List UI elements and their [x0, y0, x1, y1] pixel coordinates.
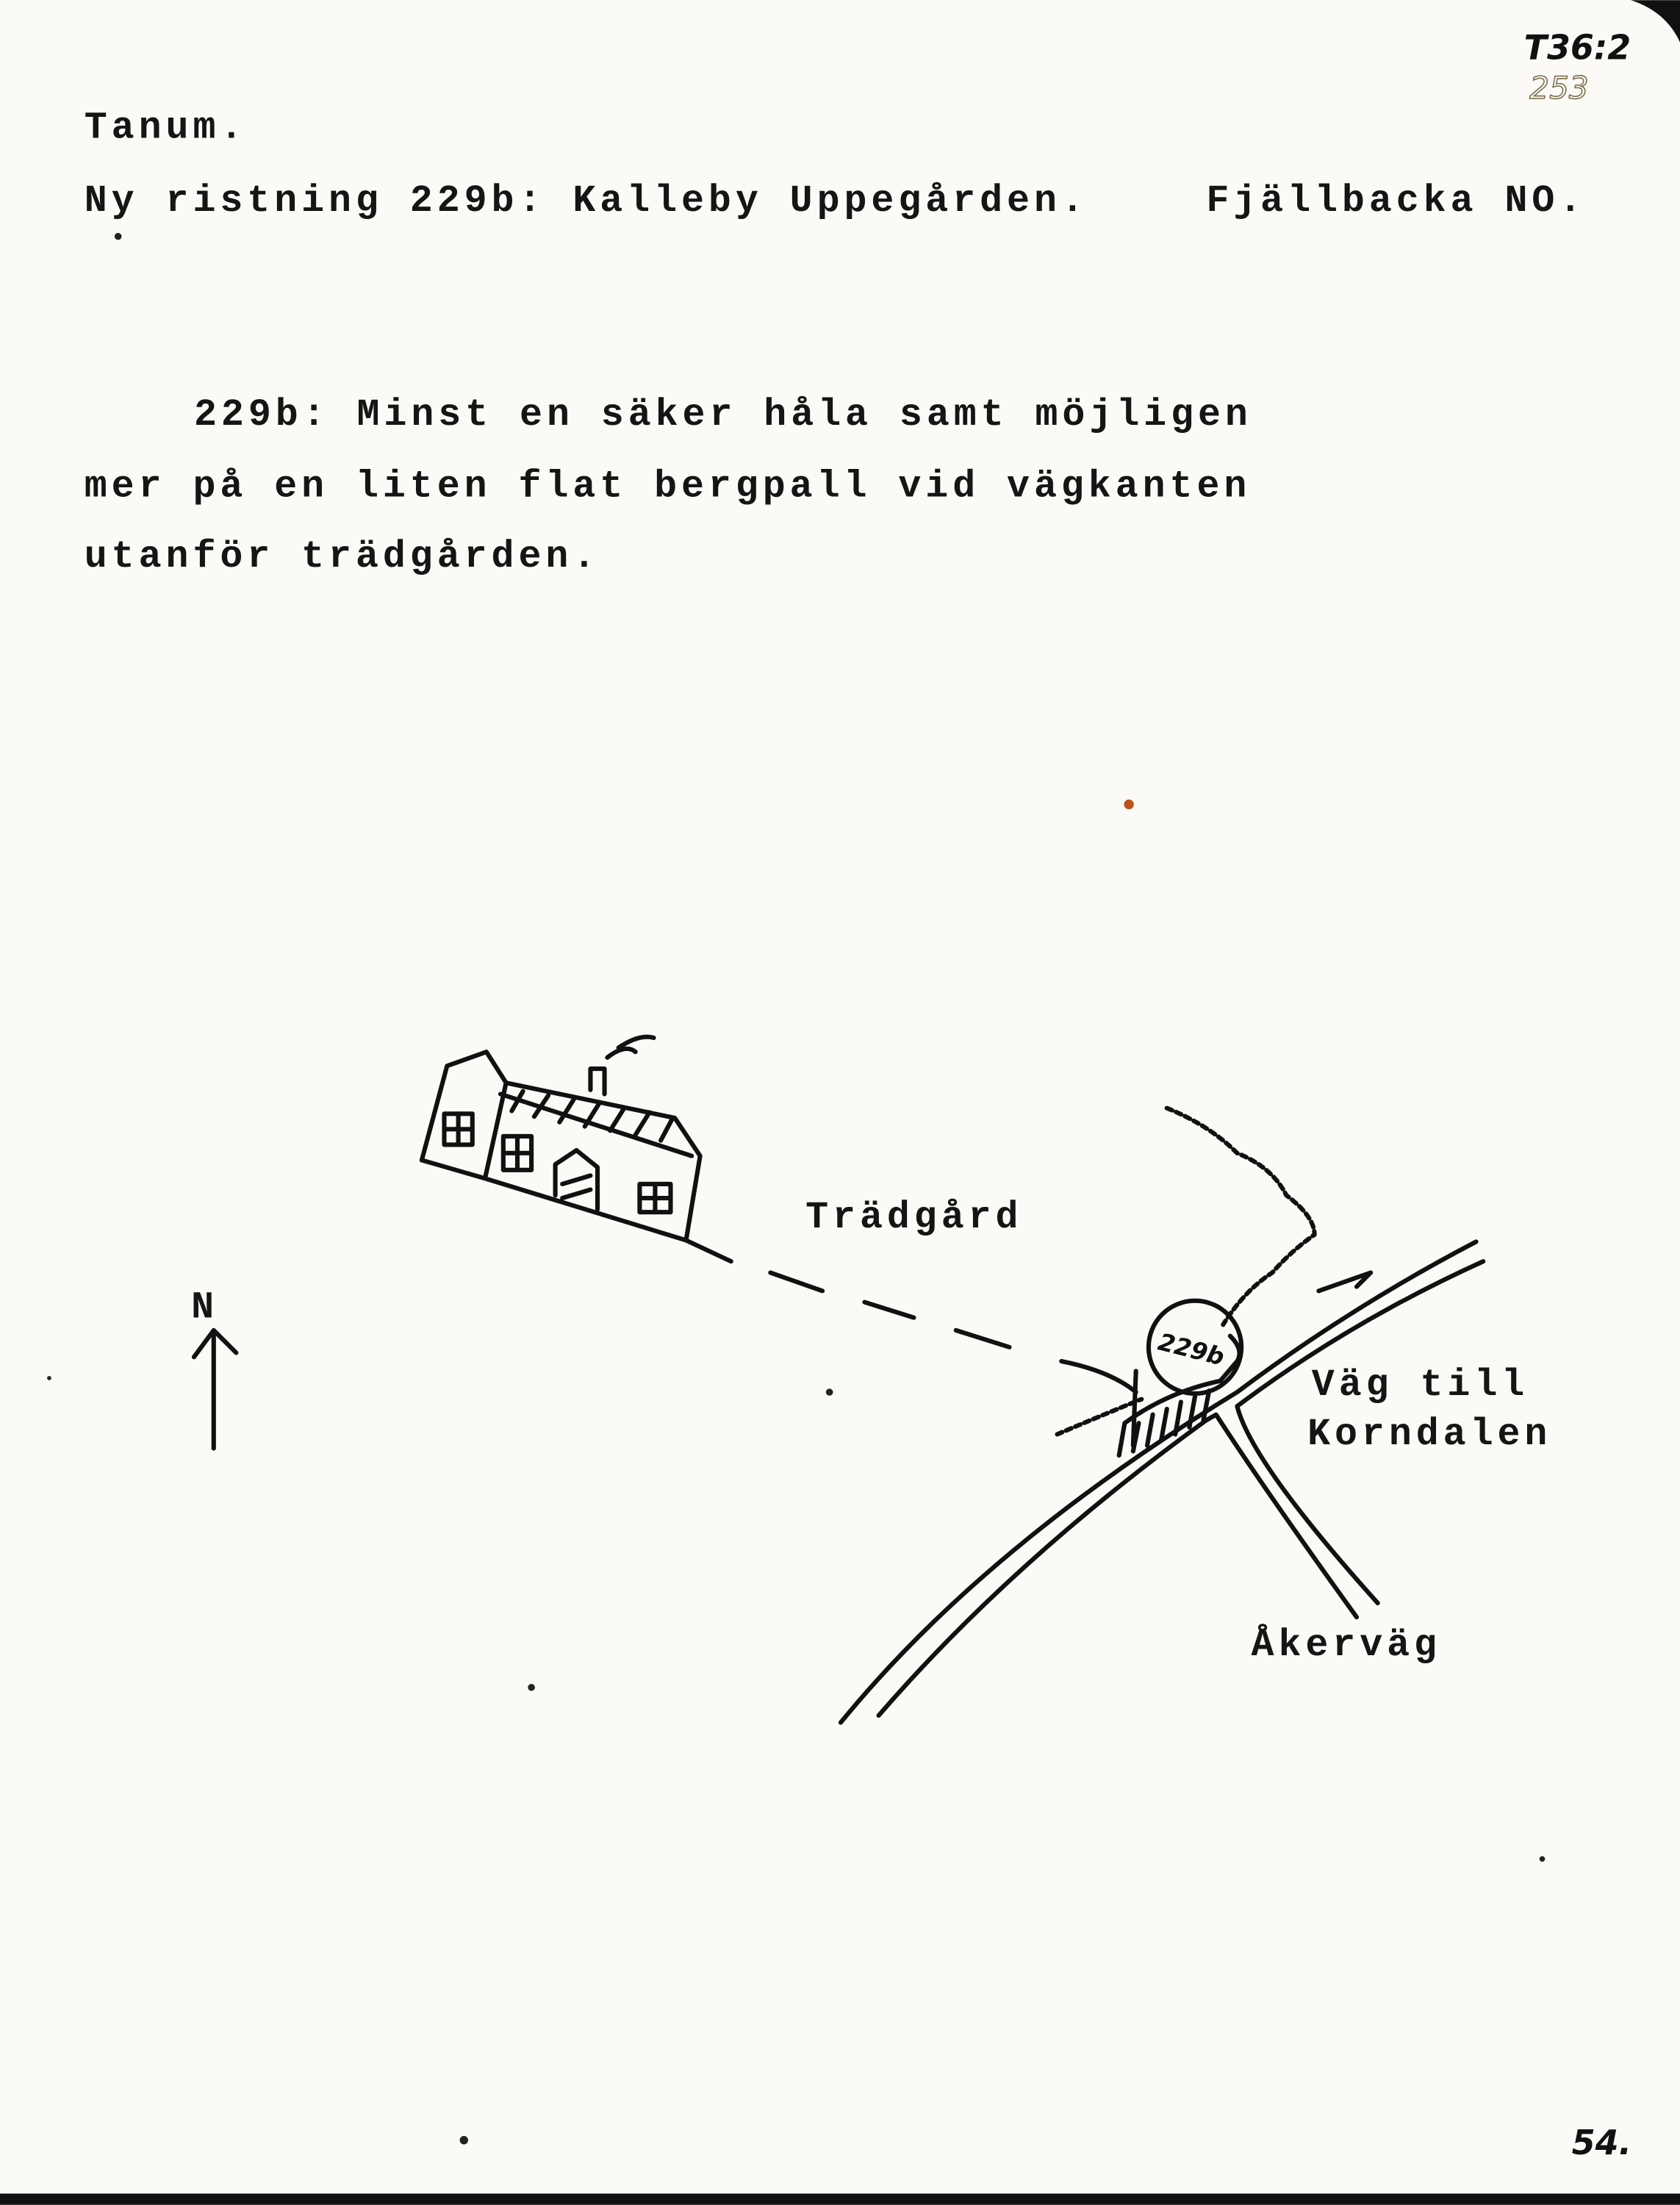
ink-spot	[1124, 799, 1134, 810]
field-road-edge	[1235, 1404, 1380, 1606]
description-line: mer på en liten flat bergpall vid vägkan…	[85, 465, 1252, 509]
marker-line	[1130, 1369, 1138, 1448]
main-road-edge	[876, 1259, 1486, 1718]
main-road-edge	[838, 1239, 1479, 1725]
field-road-edge	[1204, 1412, 1360, 1620]
fence-line	[1164, 1105, 1317, 1327]
road-label: Korndalen	[1307, 1413, 1551, 1456]
garden-label: Trädgård	[805, 1196, 1022, 1239]
rock-outcrop	[1116, 1333, 1242, 1458]
house-drawing	[419, 1034, 703, 1243]
road-label: Väg till	[1312, 1363, 1529, 1407]
description-line: 229b: Minst en säker håla samt möjligen	[194, 393, 1252, 437]
record-title: Ny ristning 229b: Kalleby Uppegården.	[85, 179, 1088, 223]
description-line: utanför trädgården.	[85, 535, 600, 578]
north-arrow-icon	[191, 1327, 239, 1451]
site-label: 229b	[1155, 1328, 1227, 1372]
site-circle	[1146, 1298, 1244, 1396]
pencil-number: 253	[1529, 70, 1588, 106]
page-bottom-edge	[0, 2193, 1680, 2205]
catalogue-number: T36:2	[1524, 28, 1631, 68]
fence-line	[1055, 1396, 1144, 1437]
page-corner	[1631, 0, 1680, 43]
map-sheet: Fjällbacka NO.	[1206, 179, 1586, 223]
page-number: 54.	[1572, 2123, 1631, 2162]
paper-specks	[47, 232, 1546, 2145]
parish-name: Tanum.	[85, 107, 248, 150]
garden-path	[683, 1238, 1138, 1395]
sketch-map: 229b Trädgård Väg till Korndalen Åkerväg…	[191, 1034, 1551, 1725]
north-label: N	[191, 1286, 218, 1330]
direction-arrow	[1316, 1270, 1374, 1294]
field-road-label: Åkerväg	[1252, 1624, 1441, 1667]
